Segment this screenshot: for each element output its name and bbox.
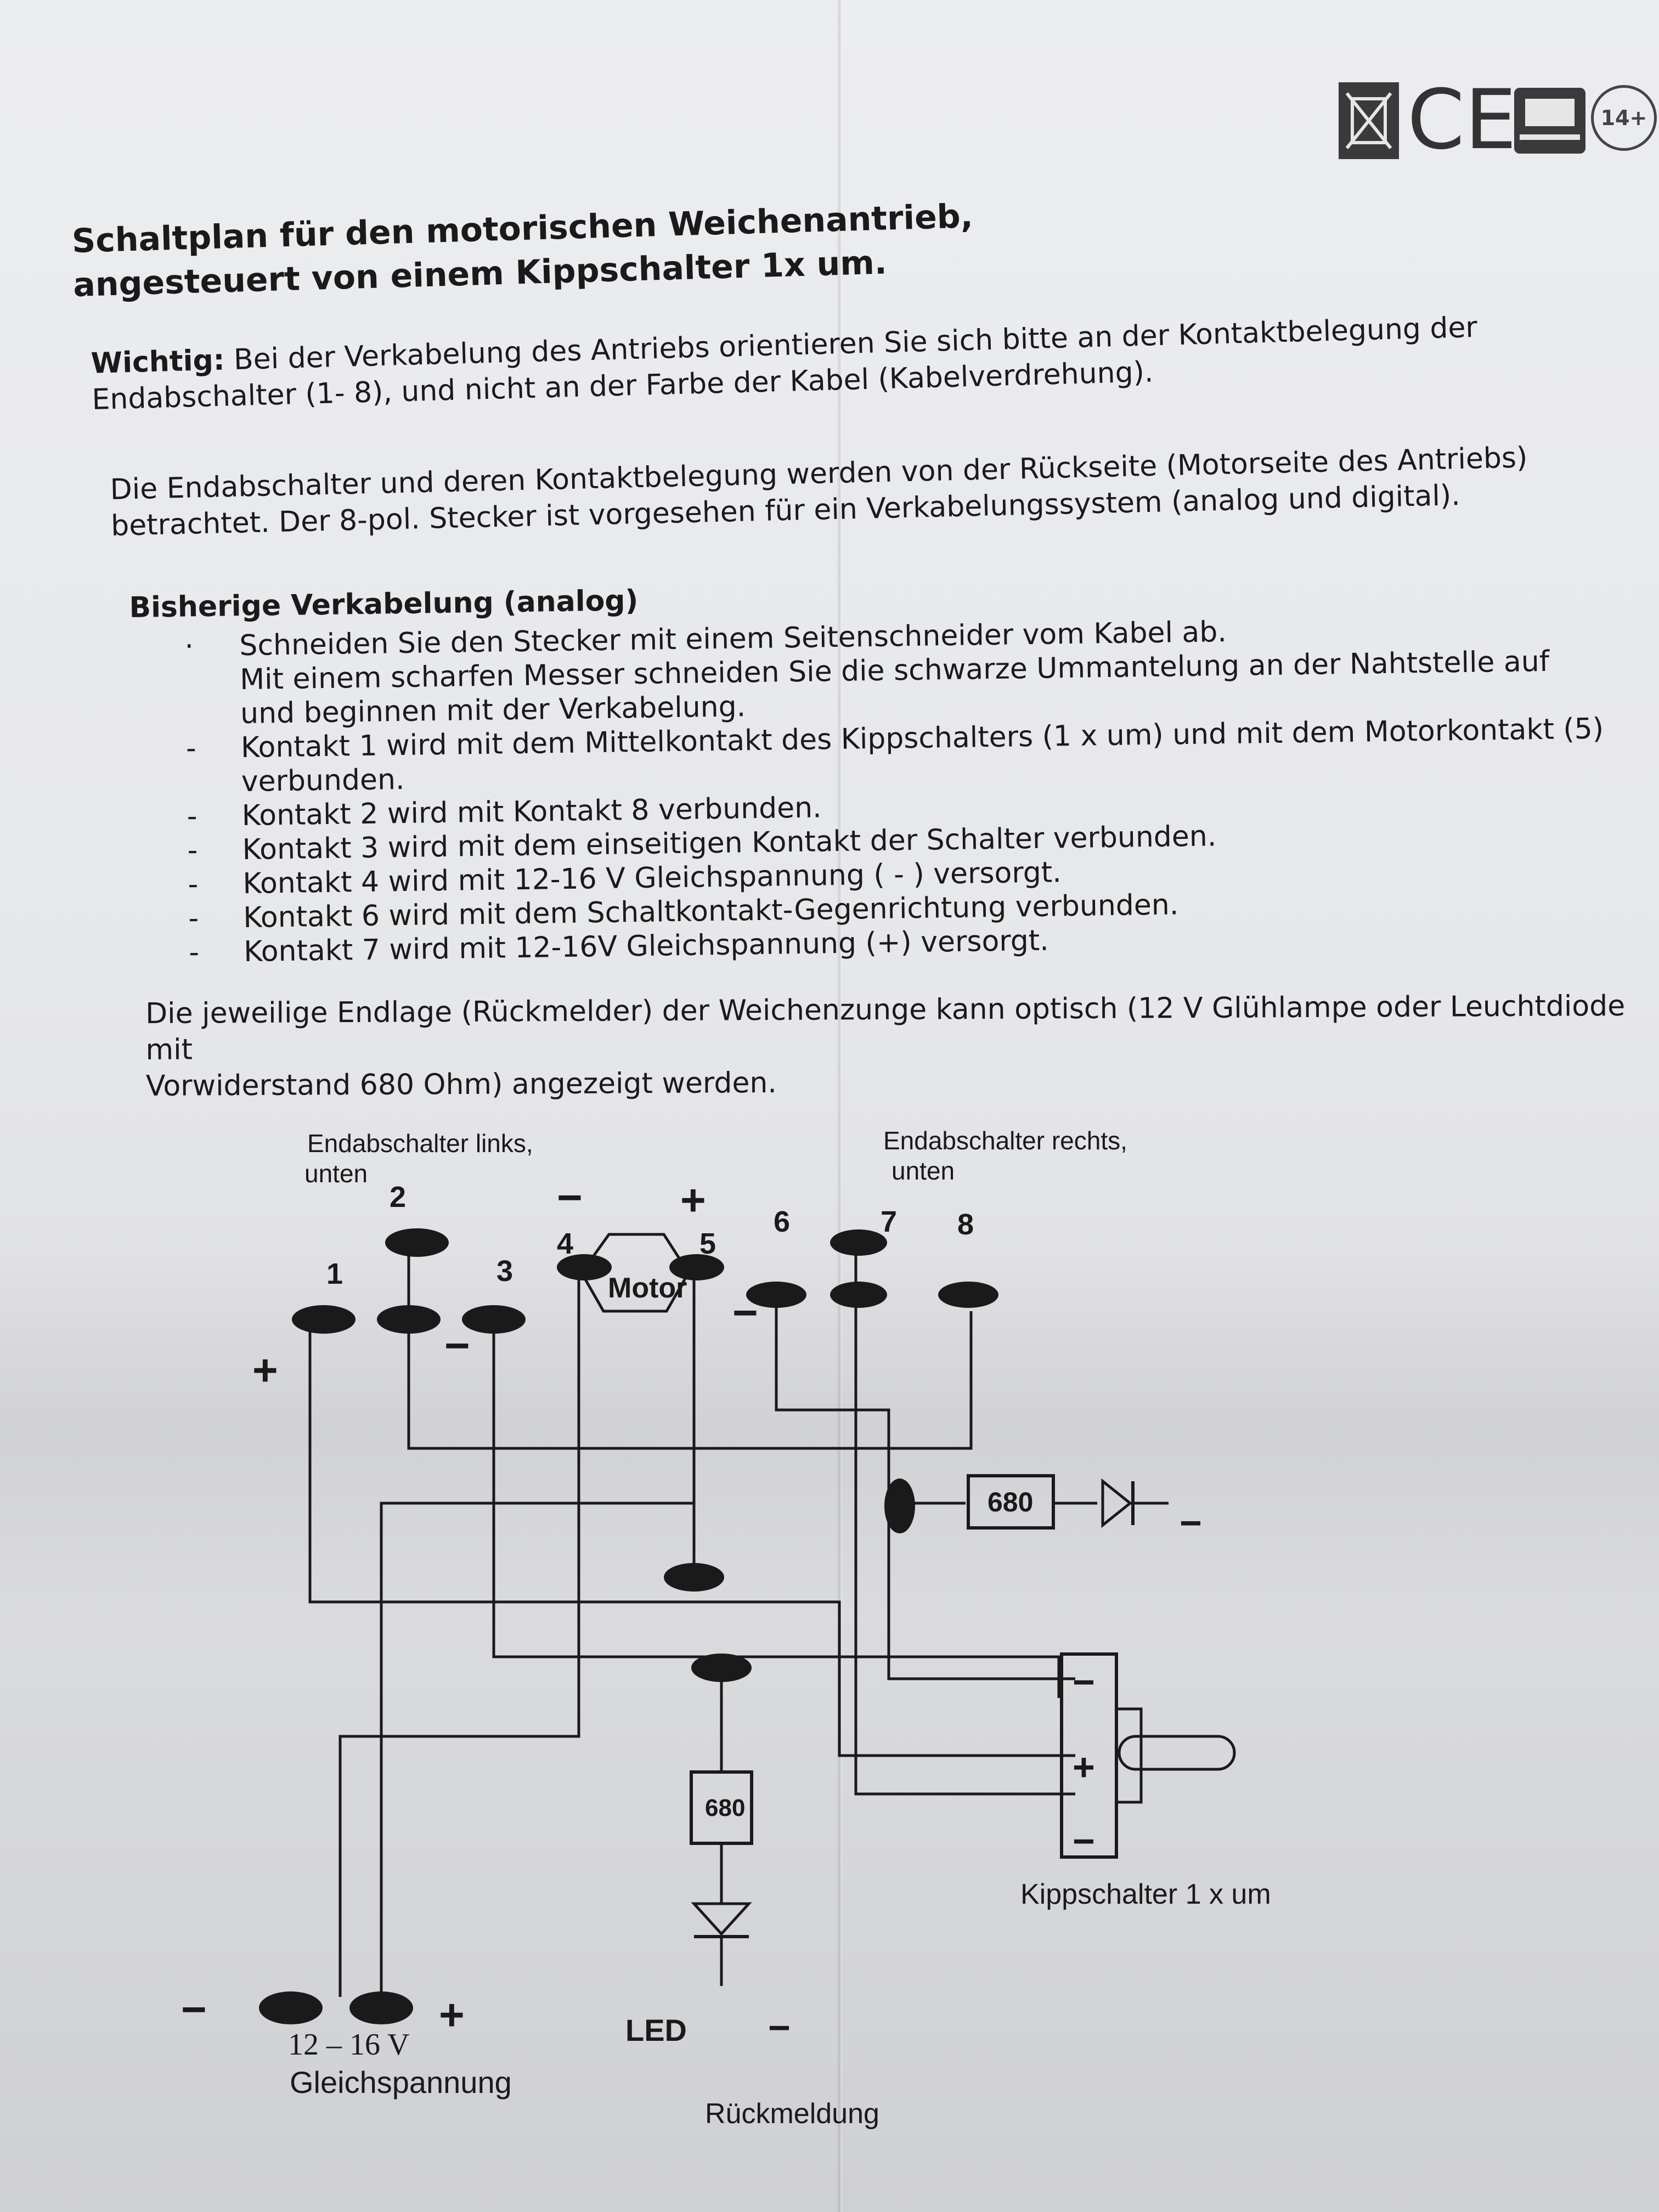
wiring-steps: · Schneiden Sie den Stecker mit einem Se… [129, 608, 1659, 970]
supply-plus: + [439, 1990, 465, 2039]
notice-paragraph: Wichtig: Bei der Verkabelung des Antrieb… [91, 304, 1659, 418]
pin-2-label: 2 [390, 1181, 406, 1214]
supply-type-label: Gleichspannung [290, 2065, 512, 2100]
junction-resistor [884, 1479, 915, 1533]
wiring-diagram: Motor 680 − − + − Kippschalter 1 x um 68… [181, 1126, 1271, 2130]
led-label: LED [625, 2013, 687, 2047]
resistor-label-2: 680 [705, 1795, 745, 1821]
pin-4-label: 4 [557, 1227, 573, 1260]
switch-plus: + [1073, 1746, 1095, 1788]
certification-marks: CE [1339, 82, 1646, 165]
age-badge: 14+ [1591, 85, 1657, 151]
led-minus: − [768, 2006, 791, 2049]
left-limit-label: Endabschalter links, [307, 1129, 533, 1158]
right-limit-label-2: unten [891, 1156, 955, 1185]
supply-minus-pad [259, 1991, 323, 2024]
resistor-label-1: 680 [988, 1487, 1033, 1517]
supply-minus: − [181, 1985, 207, 2034]
pad-1 [292, 1305, 356, 1334]
pin-8-label: 8 [957, 1208, 974, 1241]
train-icon [1514, 88, 1585, 154]
diode-icon [1101, 1478, 1133, 1528]
ce-mark: CE [1407, 82, 1517, 159]
pad-7-low [830, 1282, 887, 1308]
pin-5-label: 5 [699, 1227, 716, 1260]
pad-2 [385, 1228, 449, 1257]
diode-minus: − [1180, 1502, 1202, 1544]
motor-symbol [580, 1233, 690, 1313]
pin-3-minus: − [444, 1321, 470, 1370]
wiring-section: Bisherige Verkabelung (analog) · Schneid… [129, 568, 1659, 970]
pad-3 [462, 1305, 526, 1334]
resistor-horizontal [967, 1474, 1055, 1530]
paper-fold [837, 0, 842, 2212]
right-limit-label: Endabschalter rechts, [883, 1126, 1127, 1155]
crossed-bin-icon [1339, 82, 1399, 159]
pad-8 [938, 1282, 998, 1308]
diagram-wires [308, 1240, 1236, 1997]
indicator-paragraph: Die jeweilige Endlage (Rückmelder) der W… [145, 988, 1627, 1104]
pin-5-plus: + [680, 1176, 706, 1224]
supply-voltage-label: 12 – 16 V [288, 2028, 409, 2062]
svg-text:CE: CE [1407, 82, 1517, 159]
pad-7 [830, 1229, 887, 1256]
motor-label: Motor [608, 1272, 687, 1304]
pin-1-plus: + [252, 1346, 278, 1395]
pin-6-label: 6 [774, 1205, 790, 1238]
pin-numbers: 1 2 3 4 5 6 7 8 [326, 1181, 974, 1290]
notice-label: Wichtig: [91, 343, 225, 380]
shadow-band [0, 1234, 1659, 1618]
pad-5 [669, 1254, 724, 1280]
pin-1-label: 1 [326, 1257, 343, 1290]
switch-minus-top: − [1073, 1661, 1095, 1703]
pad-6 [746, 1282, 806, 1308]
pin-3-label: 3 [496, 1255, 513, 1288]
supply-plus-pad [349, 1991, 413, 2024]
left-limit-label-2: unten [304, 1159, 368, 1188]
pin-4-minus: − [557, 1173, 583, 1222]
pin-7-label: 7 [881, 1205, 897, 1238]
indicator-line-1: Die jeweilige Endlage (Rückmelder) der W… [145, 989, 1626, 1066]
feedback-label: Rückmeldung [705, 2098, 879, 2130]
switch-label: Kippschalter 1 x um [1020, 1878, 1271, 1910]
switch-minus-bottom: − [1073, 1820, 1095, 1863]
junction-motor [664, 1563, 724, 1592]
pad-2-low [377, 1305, 441, 1334]
led-icon [691, 1902, 752, 1936]
intro-paragraph: Die Endabschalter und deren Kontaktbeleg… [110, 436, 1659, 544]
junction-led [691, 1654, 752, 1682]
resistor-vertical [690, 1770, 753, 1845]
document-title: Schaltplan für den motorischen Weichenan… [71, 189, 1171, 307]
pin-6-minus: − [732, 1288, 758, 1337]
